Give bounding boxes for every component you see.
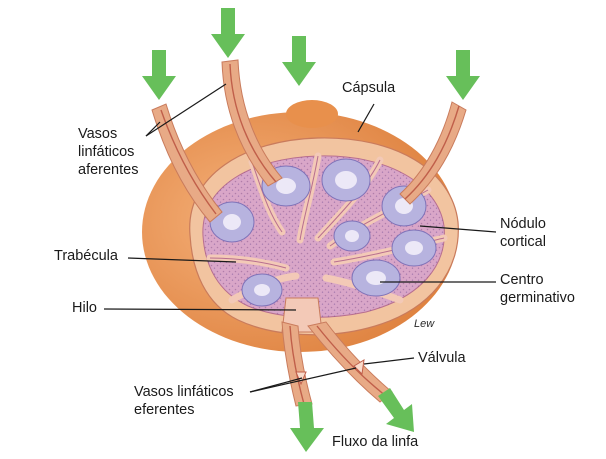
label-capsula: Cápsula (342, 80, 396, 96)
artist-signature: Lew (414, 318, 435, 330)
label-nodulo-cortical-2: cortical (500, 234, 546, 250)
green-down-arrow-icon (142, 50, 176, 100)
leader-hilo (103, 308, 297, 311)
germinal-center (276, 178, 296, 194)
leader-trabecula (127, 257, 237, 263)
outflow-arrows (290, 388, 414, 452)
green-down-arrow-icon (290, 402, 324, 452)
green-down-arrow-icon (282, 36, 316, 86)
label-fluxo-da-linfa: Fluxo da linfa (332, 434, 419, 450)
label-vasos-aferentes-1: Vasos (78, 126, 118, 142)
germinal-center (345, 230, 359, 242)
label-valvula: Válvula (418, 350, 466, 366)
green-down-arrow-icon (446, 50, 480, 100)
germinal-center (254, 284, 270, 296)
germinal-center (335, 171, 357, 189)
leader-aferentes-2 (145, 83, 227, 137)
germinal-center (223, 214, 241, 230)
germinal-center (405, 241, 423, 255)
label-centro-germinativo-1: Centro (500, 272, 544, 288)
leader-nodulo (419, 225, 497, 233)
label-vasos-eferentes-2: eferentes (134, 402, 195, 418)
label-vasos-aferentes-2: linfáticos (78, 144, 135, 160)
leader-lines (103, 83, 497, 393)
leader-valvula (363, 357, 415, 365)
valve (353, 359, 365, 376)
green-down-arrow-icon (378, 388, 414, 432)
leader-capsula (357, 103, 375, 133)
label-centro-germinativo-2: germinativo (500, 290, 575, 306)
label-trabecula: Trabécula (54, 248, 118, 264)
capsule-bump (286, 100, 338, 128)
label-vasos-aferentes-3: aferentes (78, 162, 139, 178)
inflow-arrows (142, 8, 480, 100)
leader-aferentes-1 (145, 121, 161, 137)
afferent-vessel (399, 101, 467, 205)
efferent-vessels (281, 321, 393, 407)
green-down-arrow-icon (211, 8, 245, 58)
label-nodulo-cortical-1: Nódulo (500, 216, 546, 232)
label-hilo: Hilo (72, 300, 97, 316)
leader-eferentes-2 (249, 367, 357, 393)
germinal-center (366, 271, 386, 285)
afferent-vessel (221, 59, 283, 187)
label-vasos-eferentes-1: Vasos linfáticos (134, 384, 234, 400)
